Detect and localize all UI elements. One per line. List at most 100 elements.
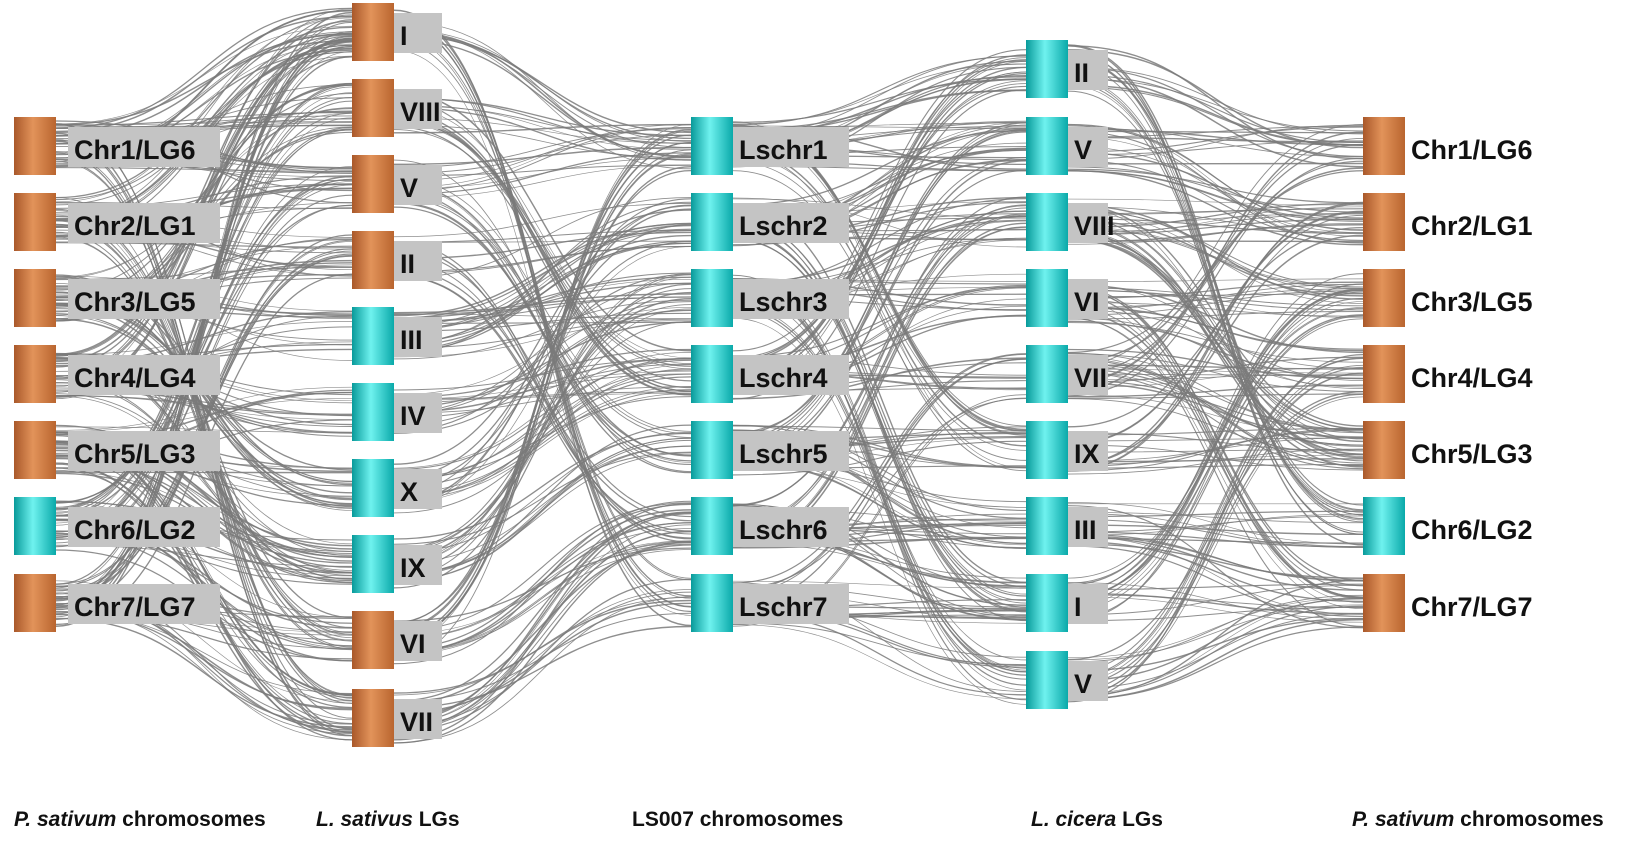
synteny-link bbox=[1067, 372, 1364, 698]
column-ps_right: Chr1/LG6Chr2/LG1Chr3/LG5Chr4/LG4Chr5/LG3… bbox=[1363, 117, 1533, 632]
synteny-link bbox=[393, 106, 692, 161]
synteny-link bbox=[393, 152, 692, 195]
synteny-link bbox=[393, 541, 692, 744]
label-background bbox=[1068, 279, 1108, 319]
chromosome-label: I bbox=[400, 21, 408, 51]
synteny-link bbox=[393, 99, 692, 392]
synteny-link bbox=[393, 49, 692, 616]
chromosome-block bbox=[1363, 193, 1405, 251]
synteny-link bbox=[393, 240, 692, 347]
label-background bbox=[1068, 431, 1108, 471]
synteny-link bbox=[393, 531, 692, 725]
synteny-link bbox=[393, 130, 692, 661]
synteny-link bbox=[393, 288, 692, 550]
chromosome-label: I bbox=[1074, 592, 1082, 622]
chromosome-block bbox=[352, 459, 394, 517]
synteny-link bbox=[393, 291, 692, 571]
synteny-link bbox=[393, 625, 692, 709]
chromosome-label: VII bbox=[1074, 363, 1107, 393]
synteny-link bbox=[1067, 211, 1364, 445]
chromosome-block bbox=[1026, 497, 1068, 555]
synteny-link bbox=[1067, 371, 1364, 446]
synteny-link bbox=[1067, 533, 1364, 582]
synteny-link bbox=[55, 166, 353, 526]
chromosome-label: Lschr3 bbox=[739, 287, 828, 317]
synteny-link bbox=[393, 549, 692, 654]
chromosome-label: Chr1/LG6 bbox=[74, 135, 196, 165]
synteny-link bbox=[393, 273, 692, 433]
synteny-link bbox=[1067, 592, 1364, 615]
synteny-link bbox=[393, 599, 692, 694]
chromosome-label: Chr7/LG7 bbox=[74, 592, 196, 622]
synteny-link bbox=[393, 105, 692, 364]
synteny-link bbox=[1067, 90, 1364, 513]
synteny-link bbox=[393, 97, 692, 137]
chromosome-block bbox=[691, 193, 733, 251]
chromosome-label: III bbox=[400, 325, 423, 355]
synteny-link bbox=[732, 238, 1027, 613]
synteny-link bbox=[732, 204, 1027, 507]
label-background bbox=[1068, 355, 1108, 395]
synteny-link bbox=[393, 540, 692, 656]
synteny-link bbox=[393, 91, 692, 352]
synteny-link bbox=[393, 117, 692, 144]
synteny-link bbox=[1067, 597, 1364, 696]
synteny-link bbox=[55, 20, 353, 356]
label-background bbox=[68, 584, 220, 624]
chromosome-block bbox=[14, 497, 56, 555]
synteny-link bbox=[393, 591, 692, 727]
synteny-link bbox=[393, 41, 692, 581]
chromosome-label: Lschr4 bbox=[739, 363, 828, 393]
column-ps_left: Chr1/LG6Chr2/LG1Chr3/LG5Chr4/LG4Chr5/LG3… bbox=[14, 117, 220, 632]
column-title-lc-lgs: L. cicera LGs bbox=[1031, 808, 1163, 831]
label-background bbox=[68, 279, 220, 319]
chromosome-block bbox=[352, 79, 394, 137]
chromosome-block bbox=[1363, 497, 1405, 555]
synteny-link bbox=[732, 310, 1027, 680]
synteny-link bbox=[1067, 77, 1364, 132]
synteny-link bbox=[393, 198, 692, 495]
synteny-link bbox=[55, 40, 353, 601]
synteny-link bbox=[1067, 126, 1364, 153]
chromosome-label: II bbox=[400, 249, 415, 279]
chromosome-label: IX bbox=[1074, 439, 1100, 469]
synteny-link bbox=[1067, 51, 1364, 523]
synteny-link bbox=[1067, 234, 1364, 430]
synteny-link bbox=[393, 34, 692, 599]
label-background bbox=[394, 317, 442, 357]
synteny-link bbox=[1067, 170, 1364, 221]
synteny-link bbox=[732, 170, 1027, 461]
label-background bbox=[394, 89, 442, 129]
chromosome-block bbox=[1026, 421, 1068, 479]
synteny-link bbox=[393, 224, 692, 344]
chromosome-label: Chr5/LG3 bbox=[74, 439, 196, 469]
synteny-link bbox=[1067, 364, 1364, 447]
chromosome-label: Lschr6 bbox=[739, 515, 828, 545]
chromosome-block bbox=[352, 307, 394, 365]
synteny-link bbox=[1067, 584, 1364, 616]
synteny-link bbox=[393, 128, 692, 169]
chromosome-block bbox=[352, 231, 394, 289]
synteny-link bbox=[732, 440, 1027, 476]
synteny-link bbox=[1067, 167, 1364, 363]
chromosome-block bbox=[691, 421, 733, 479]
synteny-link bbox=[1067, 606, 1364, 622]
synteny-link bbox=[1067, 535, 1364, 591]
synteny-link bbox=[393, 17, 692, 597]
synteny-link bbox=[732, 353, 1027, 584]
synteny-link bbox=[393, 208, 692, 505]
synteny-link bbox=[1067, 307, 1364, 579]
synteny-link bbox=[732, 537, 1027, 549]
synteny-link bbox=[393, 392, 692, 500]
synteny-link bbox=[393, 242, 692, 332]
label-background bbox=[394, 699, 442, 739]
synteny-link bbox=[393, 201, 692, 355]
synteny-link bbox=[393, 272, 692, 329]
synteny-link bbox=[55, 321, 353, 356]
synteny-link bbox=[1067, 166, 1364, 213]
synteny-link bbox=[732, 304, 1027, 669]
synteny-link bbox=[393, 596, 692, 744]
synteny-link bbox=[732, 83, 1027, 361]
